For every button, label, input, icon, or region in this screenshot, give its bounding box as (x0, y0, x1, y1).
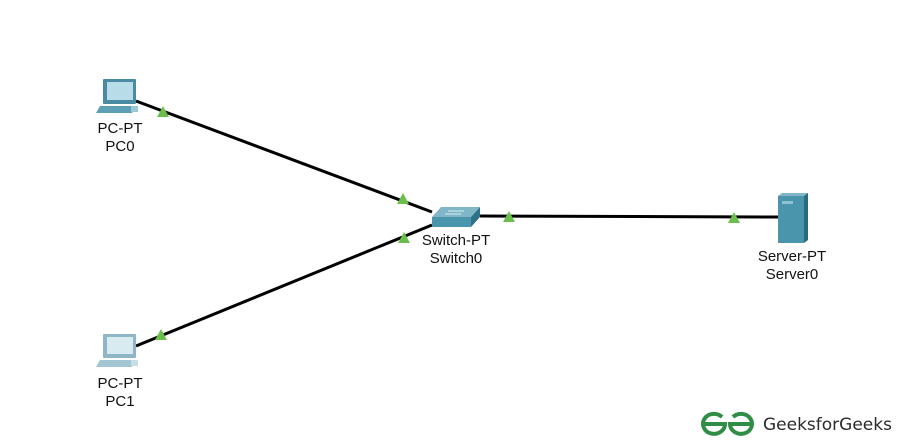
device-name-label: PC0 (105, 138, 134, 155)
link-up-indicator-icon (728, 212, 740, 223)
pc-icon (96, 79, 138, 113)
device-name-label: Switch0 (430, 250, 483, 267)
link-up-indicator-icon (157, 106, 169, 117)
link-up-indicator-icon (398, 232, 410, 243)
switch-icon (432, 207, 480, 227)
link-pc1-switch0[interactable] (135, 223, 433, 348)
device-server0[interactable]: Server-PT Server0 (758, 193, 826, 283)
link-up-indicator-icon (503, 211, 515, 222)
gfg-logo-icon (701, 411, 754, 436)
device-type-label: Switch-PT (422, 232, 490, 249)
geeksforgeeks-logo: GeeksforGeeks (701, 411, 892, 436)
link-pc0-switch0[interactable] (135, 99, 433, 214)
device-type-label: Server-PT (758, 248, 826, 265)
link-up-indicator-icon (397, 193, 409, 204)
device-type-label: PC-PT (98, 375, 143, 392)
device-pc0[interactable]: PC-PT PC0 (96, 79, 143, 155)
pc-icon (96, 334, 138, 367)
device-pc1[interactable]: PC-PT PC1 (96, 334, 143, 410)
device-type-label: PC-PT (98, 120, 143, 137)
device-name-label: PC1 (105, 393, 134, 410)
device-switch0[interactable]: Switch-PT Switch0 (422, 207, 490, 267)
device-name-label: Server0 (766, 266, 819, 283)
server-icon (778, 193, 808, 243)
logo-text: GeeksforGeeks (763, 415, 892, 435)
link-up-indicator-icon (155, 329, 167, 340)
link-switch0-server0[interactable] (479, 214, 779, 219)
